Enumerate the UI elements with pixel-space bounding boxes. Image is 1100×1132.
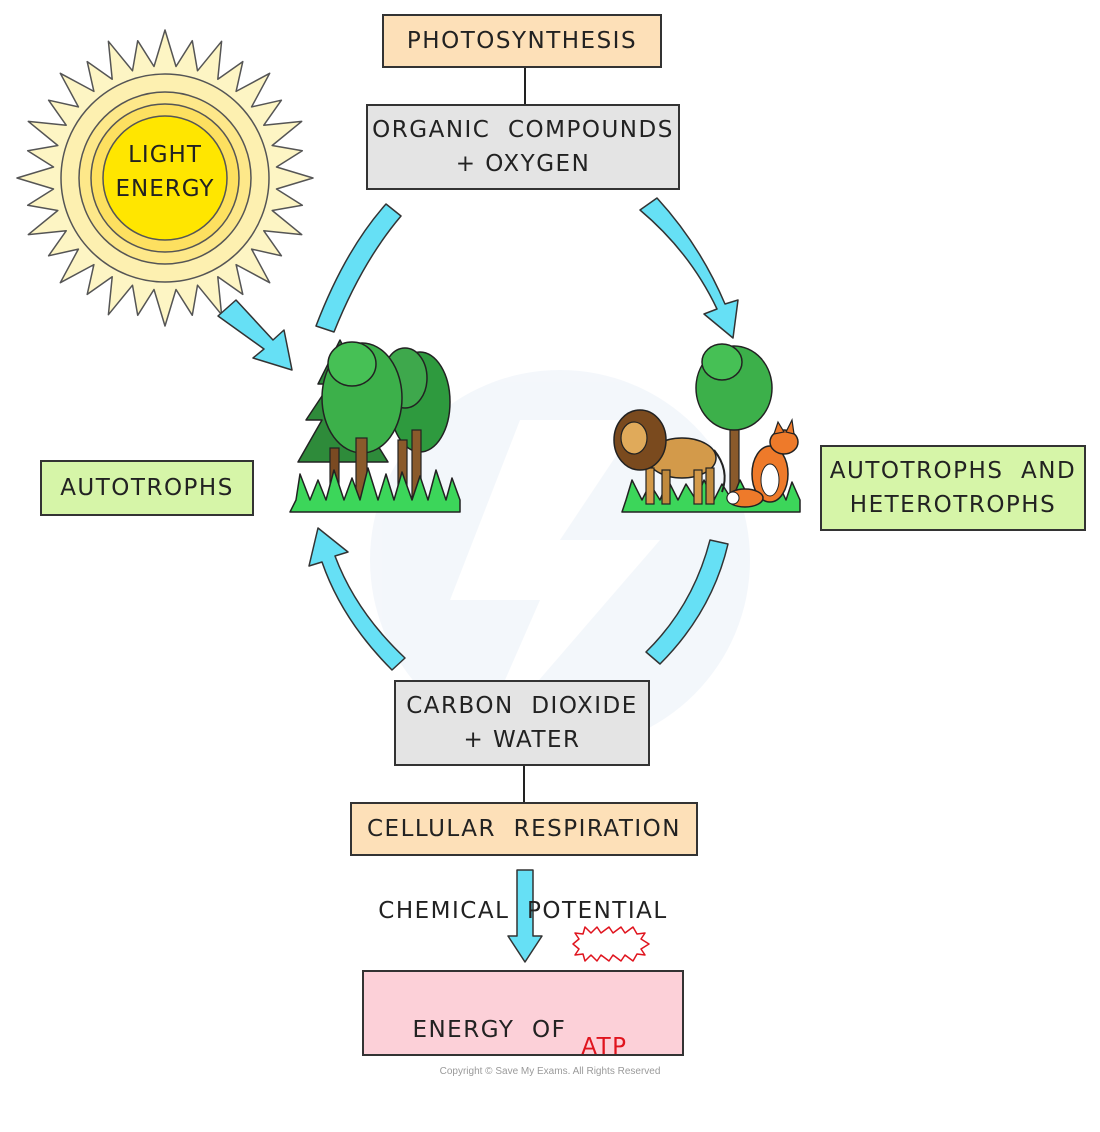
- light-energy-line2: ENERGY: [115, 176, 215, 202]
- lion-icon: [613, 409, 726, 505]
- autotrophs-label: AUTOTROPHS: [60, 475, 234, 501]
- carbon-dioxide-box: CARBON DIOXIDE + WATER: [394, 680, 650, 766]
- copyright-notice: Copyright © Save My Exams. All Rights Re…: [439, 1066, 661, 1077]
- organic-compounds-box: ORGANIC COMPOUNDS + OXYGEN: [366, 104, 680, 190]
- light-energy-label: LIGHT ENERGY: [95, 138, 235, 206]
- photosynthesis-box: PHOTOSYNTHESIS: [382, 14, 662, 68]
- chemical-energy-line2: ENERGY OF ATP: [412, 926, 650, 1132]
- starburst-icon: [572, 926, 650, 962]
- carbon-dioxide-line1: CARBON DIOXIDE: [406, 693, 638, 719]
- cellular-respiration-label: CELLULAR RESPIRATION: [367, 816, 681, 842]
- atp-starburst: ATP: [572, 926, 650, 1132]
- arrow-organic-to-animals: [639, 197, 739, 339]
- fox-icon: [726, 418, 799, 508]
- trees-icon: [289, 339, 461, 513]
- chemical-energy-line1: CHEMICAL POTENTIAL: [378, 898, 668, 924]
- atp-label: ATP: [581, 1034, 628, 1060]
- autotrophs-heterotrophs-line2: HETEROTROPHS: [849, 492, 1057, 518]
- photosynthesis-label: PHOTOSYNTHESIS: [406, 28, 638, 54]
- organic-compounds-line2: + OXYGEN: [455, 151, 591, 177]
- organic-compounds-line1: ORGANIC COMPOUNDS: [372, 117, 674, 143]
- arrow-co2-to-plants: [308, 527, 406, 671]
- autotrophs-box: AUTOTROPHS: [40, 460, 254, 516]
- autotrophs-heterotrophs-line1: AUTOTROPHS AND: [829, 458, 1077, 484]
- chemical-energy-prefix: ENERGY OF: [412, 1017, 576, 1043]
- arrow-light-to-plants: [217, 299, 293, 371]
- diagram-canvas: [16, 29, 801, 963]
- chemical-energy-box: CHEMICAL POTENTIAL ENERGY OF ATP: [362, 898, 684, 1060]
- light-energy-line1: LIGHT: [128, 142, 202, 168]
- animals-and-tree-icon: [613, 343, 801, 513]
- arrow-respiration-to-atp: [507, 869, 543, 963]
- arrow-plants-to-organic: [315, 203, 402, 333]
- autotrophs-heterotrophs-box: AUTOTROPHS AND HETEROTROPHS: [820, 445, 1086, 531]
- cellular-respiration-box: CELLULAR RESPIRATION: [350, 802, 698, 856]
- carbon-dioxide-line2: + WATER: [463, 727, 581, 753]
- arrow-animals-to-co2: [645, 539, 729, 665]
- sun-icon: [16, 29, 314, 327]
